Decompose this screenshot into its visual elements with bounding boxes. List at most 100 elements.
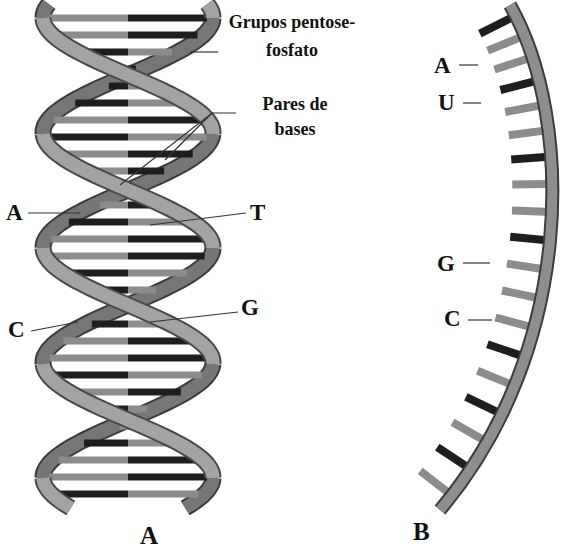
pentose-phosphate-backbone xyxy=(43,248,213,364)
figure-letter: B xyxy=(413,518,430,546)
figure-letter: A xyxy=(140,522,158,550)
base-half xyxy=(92,321,128,328)
backbone-edge xyxy=(43,248,213,364)
pentose-phosphate-backbone xyxy=(43,134,213,248)
base-letter: A xyxy=(434,53,451,78)
rna-base xyxy=(510,237,544,240)
base-half xyxy=(100,202,128,209)
base-half xyxy=(128,134,206,141)
base-letter: T xyxy=(250,200,265,225)
base-half xyxy=(128,168,164,175)
leader-line xyxy=(28,212,80,213)
base-half xyxy=(128,32,197,39)
pentose-phosphate-backbone xyxy=(43,364,213,478)
rna-base xyxy=(495,59,527,70)
rna-base xyxy=(507,264,541,269)
pentose-phosphate-backbone xyxy=(43,364,213,478)
rna-base xyxy=(496,318,529,327)
leader-line xyxy=(459,64,478,65)
rna-backbone xyxy=(440,5,552,510)
rna-single-strand xyxy=(420,5,552,510)
base-half xyxy=(54,117,128,124)
rna-base xyxy=(480,18,510,33)
base-letter: A xyxy=(6,200,23,225)
dna-double-helix xyxy=(43,4,213,508)
base-half xyxy=(49,15,128,22)
pentose-phosphate-backbone xyxy=(43,478,71,508)
rna-base xyxy=(512,210,546,211)
pentose-phosphate-backbone xyxy=(207,4,213,18)
backbone-edge xyxy=(43,478,71,508)
leader-line xyxy=(463,262,490,263)
pentose-phosphate-backbone xyxy=(43,18,213,134)
rna-base xyxy=(505,106,538,112)
pentose-phosphate-backbone xyxy=(43,248,213,364)
base-half xyxy=(51,253,128,260)
leader-lines xyxy=(28,52,492,331)
base-letter: G xyxy=(241,295,259,320)
base-half xyxy=(128,253,205,260)
rna-base xyxy=(478,371,510,384)
rna-base xyxy=(420,471,447,492)
base-half xyxy=(128,355,206,362)
base-half xyxy=(128,236,205,243)
leader-line xyxy=(463,102,481,103)
base-half xyxy=(128,15,207,22)
base-half xyxy=(128,49,172,56)
backbone-edge xyxy=(43,364,213,478)
base-half xyxy=(75,100,128,107)
base-half xyxy=(84,440,128,447)
backbone-edge xyxy=(43,18,213,134)
base-half xyxy=(50,134,128,141)
structure-label: Grupos pentose-fosfato xyxy=(222,8,362,64)
base-half xyxy=(109,83,128,90)
base-half xyxy=(128,372,202,379)
rna-base xyxy=(512,180,546,189)
base-half xyxy=(49,474,128,481)
leader-line xyxy=(190,51,218,52)
rna-base xyxy=(500,82,533,90)
leader-line xyxy=(150,312,238,322)
rna-base xyxy=(502,291,535,298)
rna-base xyxy=(509,131,543,135)
leader-line xyxy=(150,213,246,225)
base-half xyxy=(128,406,147,413)
rna-base xyxy=(453,422,483,439)
backbone-edge xyxy=(43,364,213,478)
base-letter: C xyxy=(444,306,461,331)
leader-line xyxy=(468,319,492,320)
base-letter: G xyxy=(437,251,455,276)
rna-base xyxy=(511,157,545,159)
base-half xyxy=(128,287,156,294)
base-half xyxy=(54,372,128,379)
pentose-phosphate-backbone xyxy=(43,134,213,248)
base-half xyxy=(128,270,187,277)
base-half xyxy=(63,338,128,345)
leader-line xyxy=(165,113,212,160)
rna-base xyxy=(466,397,497,412)
pentose-phosphate-backbone xyxy=(43,4,49,18)
backbone-edge xyxy=(43,134,213,248)
backbone-edge xyxy=(43,18,213,134)
base-half xyxy=(128,491,199,498)
backbone-edge xyxy=(207,4,213,18)
leader-line xyxy=(120,113,236,185)
rna-base xyxy=(488,38,519,51)
base-half xyxy=(128,474,207,481)
backbone-edge xyxy=(43,248,213,364)
base-letter: C xyxy=(8,317,25,342)
leader-line xyxy=(31,322,78,331)
pentose-phosphate-backbone xyxy=(43,18,213,134)
base-half xyxy=(69,219,128,226)
base-letter: U xyxy=(438,90,455,115)
backbone-edge xyxy=(43,4,49,18)
base-half xyxy=(50,355,128,362)
backbone-edge xyxy=(43,134,213,248)
base-half xyxy=(51,236,128,243)
base-half xyxy=(128,117,202,124)
structure-label: Pares de bases xyxy=(240,92,350,142)
base-half xyxy=(59,457,128,464)
rna-base xyxy=(437,447,465,466)
rna-base xyxy=(487,344,519,355)
